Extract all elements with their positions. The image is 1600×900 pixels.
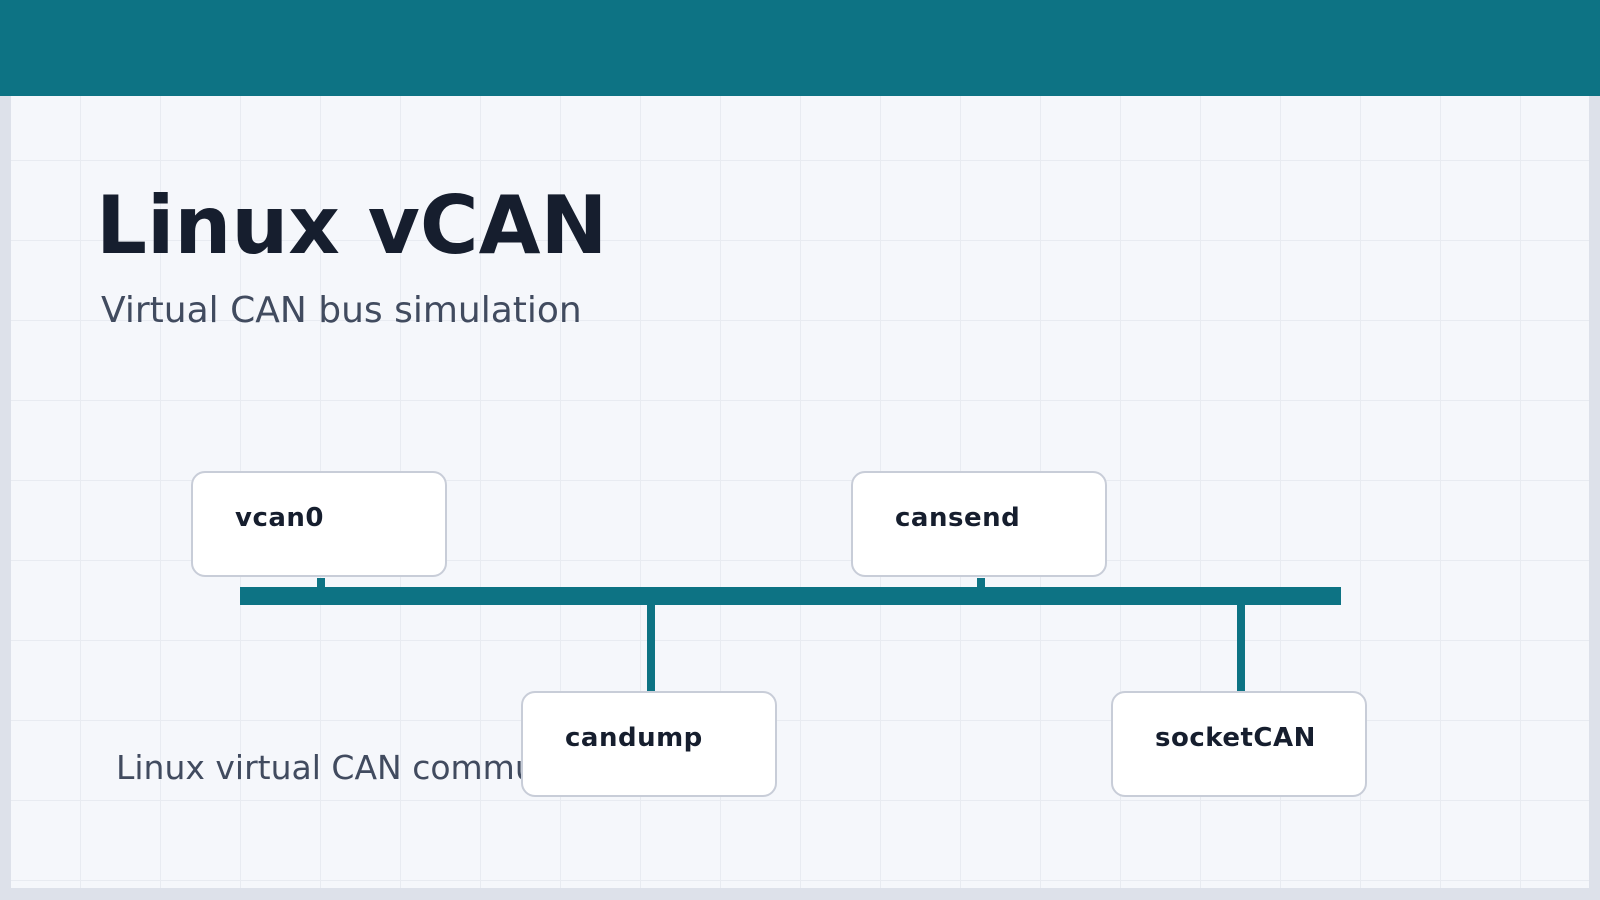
- node-label: candump: [565, 723, 703, 753]
- node-label: cansend: [895, 503, 1021, 533]
- node-label: vcan0: [235, 503, 325, 533]
- can-bus-line: [240, 587, 1341, 605]
- stub-candump: [647, 604, 655, 691]
- stub-cansend: [977, 578, 985, 588]
- slide-subtitle: Virtual CAN bus simulation: [101, 290, 582, 331]
- node-socketcan[interactable]: socketCAN: [1111, 691, 1367, 797]
- stub-socketcan: [1237, 604, 1245, 691]
- header-bar: [0, 0, 1600, 96]
- slide-title: Linux vCAN: [96, 179, 608, 272]
- node-vcan0[interactable]: vcan0: [191, 471, 447, 577]
- node-cansend[interactable]: cansend: [851, 471, 1107, 577]
- node-label: socketCAN: [1155, 723, 1316, 753]
- grid-canvas: [11, 0, 1589, 888]
- node-candump[interactable]: candump: [521, 691, 777, 797]
- stub-vcan0: [317, 578, 325, 588]
